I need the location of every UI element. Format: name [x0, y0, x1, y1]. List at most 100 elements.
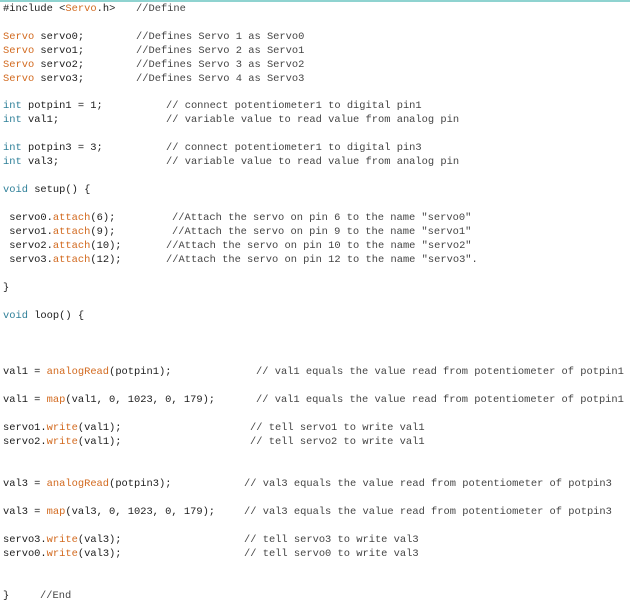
- code-token: servo3;: [34, 73, 85, 85]
- code-line: }: [3, 281, 630, 295]
- code-line: servo1.attach(9);//Attach the servo on p…: [3, 225, 630, 239]
- code-token: #include <: [3, 3, 66, 15]
- code-line: int potpin3 = 3; // connect potentiometer…: [3, 141, 630, 155]
- code-line: val3 = map(val3, 0, 1023, 0, 179);// val…: [3, 505, 630, 519]
- code-line: int val3;// variable value to read value…: [3, 155, 630, 169]
- code-line: servo2.write(val1); // tell servo2 to wri…: [3, 435, 630, 449]
- code-token: (potpin1);: [109, 366, 172, 378]
- code-comment: // val3 equals the value read from poten…: [244, 478, 612, 490]
- code-token: val1 =: [3, 366, 47, 378]
- code-comment: // variable value to read value from ana…: [166, 114, 460, 126]
- code-token: loop() {: [27, 310, 85, 322]
- code-token: .h>: [96, 3, 116, 15]
- code-line: val1 = map(val1, 0, 1023, 0, 179);// val…: [3, 393, 630, 407]
- code-token: servo0;: [34, 31, 85, 43]
- code-token: }: [3, 590, 10, 602]
- code-token: (val1);: [77, 422, 122, 434]
- code-line: servo2.attach(10); //Attach the servo on …: [3, 239, 630, 253]
- code-token: int: [3, 142, 22, 154]
- code-token: (val1, 0, 1023, 0, 179);: [65, 394, 216, 406]
- code-token: Servo: [3, 59, 35, 71]
- code-comment: // val1 equals the value read from poten…: [256, 394, 624, 406]
- code-token: potpin1 = 1;: [21, 100, 103, 112]
- code-comment: //Attach the servo on pin 10 to the name…: [166, 240, 472, 252]
- code-line: #include <Servo.h> //Define: [3, 2, 630, 16]
- code-comment: //Attach the servo on pin 12 to the name…: [166, 254, 478, 266]
- code-line: void setup() {: [3, 183, 630, 197]
- code-token: Servo: [3, 73, 35, 85]
- code-token: Servo: [65, 3, 97, 15]
- code-token: (9);: [90, 226, 116, 238]
- code-token: setup: [34, 184, 66, 196]
- code-token: (6);: [90, 212, 116, 224]
- code-token: int: [3, 114, 22, 126]
- code-token: servo3.: [3, 534, 47, 546]
- code-token: servo2;: [34, 59, 85, 71]
- code-line: Servo servo2; //Defines Servo 3 as Servo2: [3, 58, 630, 72]
- code-comment: // val1 equals the value read from poten…: [256, 366, 624, 378]
- code-comment: // tell servo1 to write val1: [250, 422, 425, 434]
- code-token: attach: [52, 240, 91, 252]
- code-comment: // tell servo2 to write val1: [250, 436, 425, 448]
- code-token: attach: [52, 254, 91, 266]
- code-token: servo0.: [3, 548, 47, 560]
- code-token: val3 =: [3, 478, 47, 490]
- code-comment: // val3 equals the value read from poten…: [244, 506, 612, 518]
- code-token: Servo: [3, 31, 35, 43]
- code-token: (10);: [90, 240, 122, 252]
- code-token: write: [46, 534, 78, 546]
- code-token: servo1.: [3, 422, 47, 434]
- editor-top-border: [0, 0, 630, 2]
- code-token: write: [46, 436, 78, 448]
- code-token: void: [3, 184, 28, 196]
- code-line: Servo servo0; //Defines Servo 1 as Servo0: [3, 30, 630, 44]
- code-comment: //Attach the servo on pin 6 to the name …: [172, 212, 472, 224]
- code-token: analogRead: [46, 478, 110, 490]
- code-token: servo1.: [3, 226, 53, 238]
- code-token: servo2.: [3, 240, 53, 252]
- code-token: Servo: [3, 45, 35, 57]
- code-line: val1 = analogRead(potpin1); // val1 equal…: [3, 365, 630, 379]
- code-token: servo3.: [3, 254, 53, 266]
- code-comment: //Defines Servo 1 as Servo0: [136, 31, 305, 43]
- code-line: servo3.write(val3); // tell servo3 to wri…: [3, 533, 630, 547]
- code-line: } //End: [3, 589, 630, 603]
- code-token: (potpin3);: [109, 478, 172, 490]
- code-line: int val1; // variable value to read value…: [3, 113, 630, 127]
- code-token: val3;: [21, 156, 60, 168]
- code-comment: // connect potentiometer1 to digital pin…: [166, 142, 422, 154]
- code-token: int: [3, 156, 22, 168]
- code-line: val3 = analogRead(potpin3); // val3 equal…: [3, 477, 630, 491]
- code-comment: //Defines Servo 2 as Servo1: [136, 45, 305, 57]
- code-line: Servo servo3;//Defines Servo 4 as Servo3: [3, 72, 630, 86]
- code-comment: // tell servo0 to write val3: [244, 548, 419, 560]
- code-token: potpin3 = 3;: [21, 142, 103, 154]
- code-comment: //End: [40, 590, 72, 602]
- code-token: (12);: [90, 254, 122, 266]
- code-token: write: [46, 548, 78, 560]
- code-token: void: [3, 310, 28, 322]
- code-comment: //Attach the servo on pin 9 to the name …: [172, 226, 472, 238]
- code-comment: //Define: [136, 3, 186, 15]
- code-token: map: [46, 506, 66, 518]
- code-line: servo0.attach(6);//Attach the servo on p…: [3, 211, 630, 225]
- code-token: (val3, 0, 1023, 0, 179);: [65, 506, 216, 518]
- code-token: (val1);: [77, 436, 122, 448]
- code-token: servo2.: [3, 436, 47, 448]
- code-comment: //Defines Servo 3 as Servo2: [136, 59, 305, 71]
- code-comment: // tell servo3 to write val3: [244, 534, 419, 546]
- code-token: int: [3, 100, 22, 112]
- code-token: attach: [52, 212, 91, 224]
- code-comment: // connect potentiometer1 to digital pin…: [166, 100, 422, 112]
- code-line: servo1.write(val1);// tell servo1 to wri…: [3, 421, 630, 435]
- code-token: }: [3, 282, 10, 294]
- code-token: (val3);: [77, 534, 122, 546]
- code-token: val1 =: [3, 394, 47, 406]
- code-token: val1;: [21, 114, 60, 126]
- code-token: servo1;: [34, 45, 85, 57]
- code-line: void loop() {: [3, 309, 630, 323]
- code-line: int potpin1 = 1; // connect potentiometer…: [3, 99, 630, 113]
- code-token: analogRead: [46, 366, 110, 378]
- code-line: servo3.attach(12); //Attach the servo on …: [3, 253, 630, 267]
